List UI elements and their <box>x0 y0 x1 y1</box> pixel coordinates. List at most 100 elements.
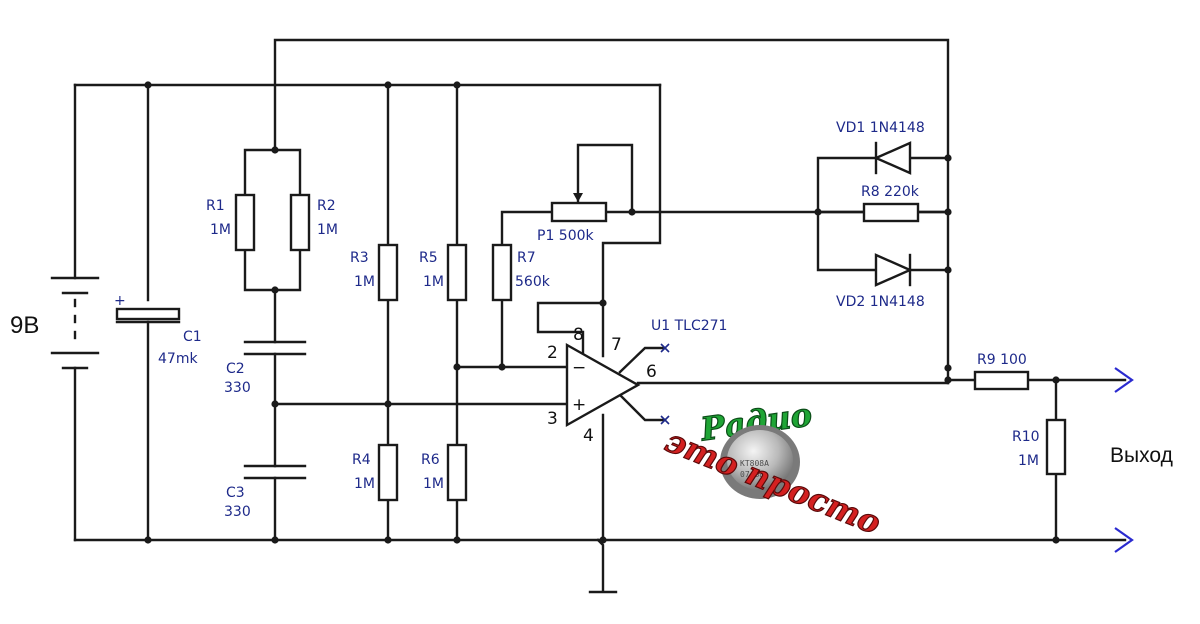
junction-dot <box>271 536 279 544</box>
c1-name: C1 <box>183 329 202 345</box>
r5-name: R5 <box>419 250 438 266</box>
opamp-label: U1 TLC271 <box>651 318 727 334</box>
r4-name: R4 <box>352 452 371 468</box>
opamp-minus-sign: − <box>572 358 586 378</box>
junction-dot <box>498 363 506 371</box>
battery-label: 9B <box>10 312 39 339</box>
resistor-r2: R2 1M <box>289 193 338 252</box>
junction-dot <box>384 400 392 408</box>
junction-dot <box>944 266 952 274</box>
transistor-marking-1: КТ808А <box>740 459 769 468</box>
r3-value: 1M <box>354 274 375 290</box>
r7-value: 560k <box>515 274 551 290</box>
vd2-label: VD2 1N4148 <box>836 294 925 310</box>
r9-body <box>973 370 1030 391</box>
c2-name: C2 <box>226 361 245 377</box>
r6-name: R6 <box>421 452 440 468</box>
r5-value: 1M <box>423 274 444 290</box>
junction-dot <box>944 364 952 372</box>
p1-body <box>550 201 608 223</box>
resistor-r6: R6 1M <box>421 443 468 502</box>
junction-dot <box>271 146 279 154</box>
capacitor-c3: C3 330 <box>224 464 307 520</box>
r3-body <box>377 243 399 302</box>
opamp-pin-7: 7 <box>611 335 622 355</box>
opamp-pin-8: 8 <box>573 325 584 345</box>
r8-label: R8 220k <box>861 184 920 200</box>
r1-body <box>234 193 256 252</box>
junction-dot <box>271 400 279 408</box>
vd2-body <box>874 253 913 287</box>
r10-value: 1M <box>1018 453 1039 469</box>
opamp-u1: − + U1 TLC271 2 3 4 6 7 8 <box>547 318 727 446</box>
potentiometer-p1: P1 500k <box>537 193 608 244</box>
r4-value: 1M <box>354 476 375 492</box>
r7-name: R7 <box>517 250 536 266</box>
r4-body <box>377 443 399 502</box>
resistor-r10: R10 1M <box>1012 418 1067 476</box>
capacitor-c2: C2 330 <box>224 340 307 396</box>
resistor-r3: R3 1M <box>350 243 399 302</box>
junction-dot <box>944 376 952 384</box>
r6-value: 1M <box>423 476 444 492</box>
junction-dot <box>271 286 279 294</box>
p1-label: P1 500k <box>537 228 595 244</box>
transistor-cap <box>727 430 793 490</box>
vd1-label: VD1 1N4148 <box>836 120 925 136</box>
opamp-plus-sign: + <box>572 395 586 415</box>
c3-name: C3 <box>226 485 245 501</box>
wire-ground-stub <box>588 538 618 594</box>
junction-dot <box>453 81 461 89</box>
wire-nc-pins <box>618 346 667 422</box>
c1-value: 47mk <box>158 351 198 367</box>
wire-r7 <box>500 210 554 369</box>
transistor-marking-2: 07 88 <box>740 470 764 479</box>
r5-body <box>446 243 468 302</box>
wire-pin8 <box>536 301 605 359</box>
nc-mark <box>660 415 670 425</box>
opamp-pin-4: 4 <box>583 426 594 446</box>
p1-wiper-arrow <box>573 193 583 202</box>
r9-label: R9 100 <box>977 352 1027 368</box>
resistor-r7: R7 560k <box>491 243 551 302</box>
junction-dot <box>144 536 152 544</box>
junction-dot <box>453 363 461 371</box>
r8-body <box>862 202 920 223</box>
diode-vd1: VD1 1N4148 <box>836 120 925 175</box>
capacitor-c1: + C1 47mk <box>114 293 202 367</box>
resistor-r5: R5 1M <box>419 243 468 302</box>
junction-dot <box>944 154 952 162</box>
c1-polarity: + <box>114 293 126 309</box>
junction-dot <box>628 208 636 216</box>
r10-body <box>1045 418 1067 476</box>
opamp-pin-6: 6 <box>646 362 657 382</box>
r6-body <box>446 443 468 502</box>
opamp-body <box>565 342 641 428</box>
output-arrow-bottom <box>1114 527 1134 553</box>
junction-dot <box>944 208 952 216</box>
opamp-pin-2: 2 <box>547 343 558 363</box>
resistor-r8: R8 220k <box>861 184 920 223</box>
junction-dots <box>144 81 1060 544</box>
junction-dot <box>599 536 607 544</box>
r1-value: 1M <box>210 222 231 238</box>
r2-body <box>289 193 311 252</box>
opamp-pin-3: 3 <box>547 409 558 429</box>
junction-dot <box>453 536 461 544</box>
resistor-r1: R1 1M <box>206 193 256 252</box>
wire-output <box>636 378 1127 385</box>
junction-dot <box>384 536 392 544</box>
transistor-picture: КТ808А 07 88 <box>720 425 800 499</box>
diode-vd2: VD2 1N4148 <box>836 253 925 310</box>
c2-value: 330 <box>224 380 251 396</box>
junction-dot <box>814 208 822 216</box>
junction-dot <box>384 81 392 89</box>
vd1-body <box>873 141 912 175</box>
nc-mark <box>660 343 670 353</box>
c3-value: 330 <box>224 504 251 520</box>
r3-name: R3 <box>350 250 369 266</box>
resistor-r4: R4 1M <box>352 443 399 502</box>
junction-dot <box>1052 536 1060 544</box>
r1-name: R1 <box>206 198 225 214</box>
